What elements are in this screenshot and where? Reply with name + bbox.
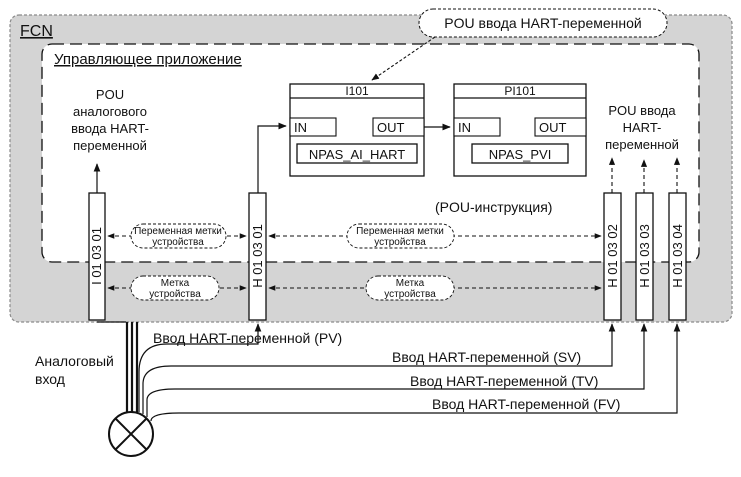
device-tag-bubble-2: Метка устройства xyxy=(365,275,455,301)
device-tag-bubble-1: Метка устройства xyxy=(130,275,220,301)
fcn-label: FCN xyxy=(20,23,53,40)
analog-input-label-2: вход xyxy=(35,371,65,387)
svg-text:Переменная метки: Переменная метки xyxy=(134,226,222,237)
svg-text:POU ввода: POU ввода xyxy=(608,103,676,118)
callout-bubble xyxy=(418,8,668,38)
wire-label-tv: Ввод HART-переменной (TV) xyxy=(410,373,598,389)
svg-text:переменной: переменной xyxy=(73,138,147,153)
tag-variable-bubble-1: Переменная метки устройства xyxy=(130,223,227,249)
block-name: PI101 xyxy=(504,84,536,98)
wire-sv xyxy=(142,323,616,414)
svg-text:Переменная метки: Переменная метки xyxy=(356,226,444,237)
svg-text:H 01 03 04: H 01 03 04 xyxy=(670,224,685,288)
block-name: I101 xyxy=(345,84,369,98)
svg-text:H 01 03 02: H 01 03 02 xyxy=(605,224,620,288)
pou-instruction-note: (POU-инструкция) xyxy=(435,199,552,215)
channel-h-01-03-04: H 01 03 04 xyxy=(668,192,687,321)
callout-pointer xyxy=(371,36,436,81)
wire-label-sv: Ввод HART-переменной (SV) xyxy=(392,349,581,365)
svg-text:Метка: Метка xyxy=(396,278,425,289)
svg-text:H 01 03 03: H 01 03 03 xyxy=(637,224,652,288)
block-type: NPAS_PVI xyxy=(489,147,552,162)
wire-pv xyxy=(138,323,262,412)
svg-text:переменной: переменной xyxy=(605,137,679,152)
svg-text:устройства: устройства xyxy=(149,289,201,300)
wire-label-fv: Ввод HART-переменной (FV) xyxy=(432,396,620,412)
analog-input-label-1: Аналоговый xyxy=(35,353,114,369)
block-in-terminal: IN xyxy=(458,120,471,135)
tag-variable-bubble-2: Переменная метки устройства xyxy=(346,223,455,249)
right-pou-label: POU ввода HART- переменной xyxy=(605,103,679,152)
wire-label-pv: Ввод HART-переменной (PV) xyxy=(153,330,342,346)
svg-text:устройства: устройства xyxy=(152,237,204,248)
svg-text:устройства: устройства xyxy=(374,237,426,248)
left-pou-label: POU аналогового ввода HART- переменной xyxy=(71,87,149,153)
svg-text:I 01 03 01: I 01 03 01 xyxy=(89,227,104,285)
control-app-label: Управляющее приложение xyxy=(54,51,242,68)
svg-text:аналогового: аналогового xyxy=(73,104,147,119)
svg-text:HART-: HART- xyxy=(623,120,662,135)
svg-text:POU: POU xyxy=(96,87,124,102)
svg-text:устройства: устройства xyxy=(384,289,436,300)
block-in-terminal: IN xyxy=(294,120,307,135)
analog-cable xyxy=(125,322,139,414)
callout-text: POU ввода HART-переменной xyxy=(444,15,641,31)
svg-text:H 01 03 01: H 01 03 01 xyxy=(250,224,265,288)
channel-h-01-03-02: H 01 03 02 xyxy=(603,192,622,321)
block-type: NPAS_AI_HART xyxy=(309,147,405,162)
function-block-i101: I101 IN OUT NPAS_AI_HART xyxy=(289,83,425,177)
svg-text:ввода HART-: ввода HART- xyxy=(71,121,149,136)
wire-channel-to-i101 xyxy=(257,122,287,193)
function-block-pi101: PI101 IN OUT NPAS_PVI xyxy=(453,83,587,177)
wire-tv xyxy=(146,323,648,417)
block-out-terminal: OUT xyxy=(539,120,567,135)
transmitter-icon xyxy=(108,411,154,457)
block-out-terminal: OUT xyxy=(377,120,405,135)
channel-i-01-03-01: I 01 03 01 xyxy=(88,192,106,321)
svg-text:Метка: Метка xyxy=(161,278,190,289)
wire-fv xyxy=(150,323,681,422)
channel-h-01-03-01: H 01 03 01 xyxy=(248,192,267,321)
channel-h-01-03-03: H 01 03 03 xyxy=(635,192,654,321)
